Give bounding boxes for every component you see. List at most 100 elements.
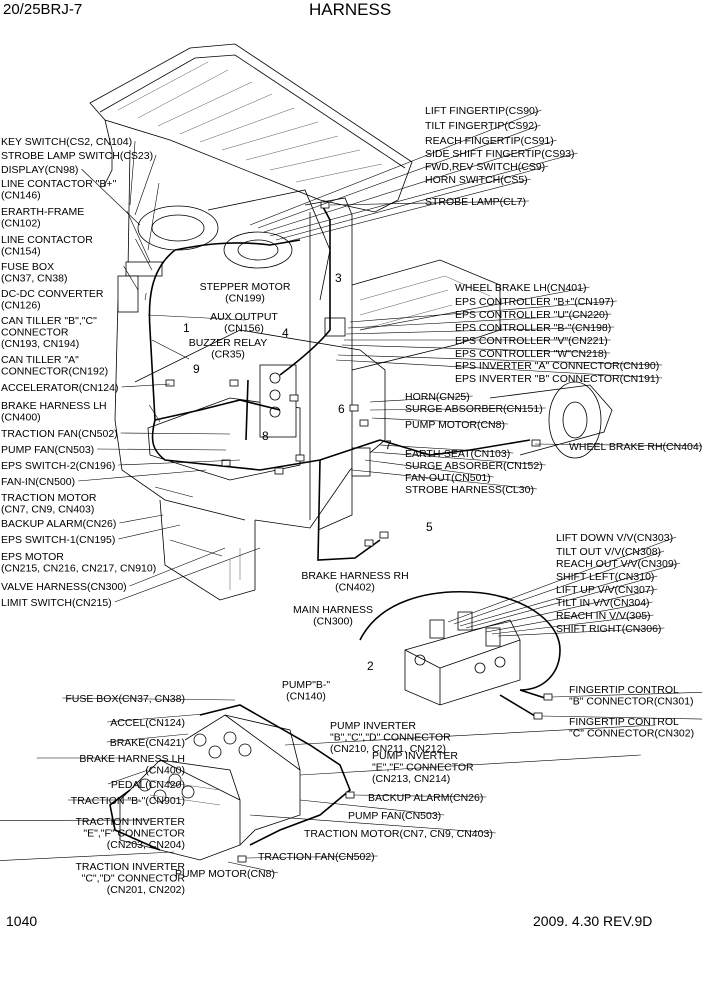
left-leader-13 [97,448,227,451]
callout-number-7: 7 [385,438,392,452]
right_top-label-1: TILT FINGERTIP(CS92) [425,120,538,132]
left-leader-12 [120,432,231,435]
valve-label-7: SHIFT RIGHT(CN306) [556,623,661,635]
right_top-label-3: SIDE SHIFT FINGERTIP(CS93) [425,148,575,160]
left-label-0: KEY SWITCH(CS2, CN104) [1,136,132,148]
controller-leader-2 [106,733,189,743]
valve-label-1: TILT OUT V/V(CN308) [556,546,661,558]
left-label-14: EPS SWITCH-2(CN196) [1,460,115,472]
valve-leader-0 [447,536,677,623]
callout-number-1: 1 [183,321,190,335]
controller-label-10: PUMP INVERTER"E","F" CONNECTOR(CN213, CN… [372,750,474,785]
callout-number-3: 3 [335,271,342,285]
center-label-1: AUX OUTPUT(CN156) [210,311,278,335]
controller-label-13: TRACTION MOTOR(CN7, CN9, CN403) [304,828,493,840]
callout-number-4: 4 [282,326,289,340]
left-leader-14 [118,459,241,466]
left-label-16: TRACTION MOTOR(CN7, CN9, CN403) [1,492,97,516]
controller-leader-15 [227,861,279,874]
model-code: 20/25BRJ-7 [3,1,83,18]
valve-label-0: LIFT DOWN V/V(CN303) [556,532,673,544]
valve-leader-3 [465,575,658,629]
revision-date: 2009. 4.30 REV.9D [533,913,653,929]
controller-label-7: TRACTION INVERTER"C","D" CONNECTOR(CN201… [76,861,186,896]
right_mid-leader-11 [534,443,702,447]
right_top-label-2: REACH FINGERTIP(CS91) [425,135,554,147]
controller-label-0: FUSE BOX(CN37, CN38) [65,693,185,705]
left-leader-11 [149,404,161,423]
right_mid-label-14: FAN-OUT(CN501) [405,472,491,484]
right_mid-label-13: SURGE ABSORBER(CN152) [405,460,543,472]
valve-leader-2 [459,562,681,627]
center-label-0: STEPPER MOTOR(CN199) [200,281,291,305]
controller-leader-6 [0,819,151,821]
valve-label-8: FINGERTIP CONTROL"B" CONNECTOR(CN301) [569,684,694,708]
center-label-2: BUZZER RELAY(CR35) [189,337,268,361]
left-leader-21 [114,547,261,603]
controller-assembly-artwork [109,704,355,863]
controller-leader-10 [299,754,641,776]
controller-leader-1 [107,713,205,723]
right_top-leader-5 [281,178,531,244]
controller-label-14: TRACTION FAN(CN502) [258,851,375,863]
controller-label-12: PUMP FAN(CN503) [348,810,441,822]
right_top-leader-6 [329,200,529,206]
diagram-labels: KEY SWITCH(CS2, CN104)STROBE LAMP SWITCH… [1,105,702,896]
left-label-3: LINE CONTACTOR "B+"(CN146) [1,178,117,202]
right_top-label-4: FWD,REV SWITCH(CS9) [425,161,545,173]
valve-label-3: SHIFT LEFT(CN310) [556,571,654,583]
controller-label-15: PUMP MOTOR(CN8) [175,868,275,880]
left-label-19: EPS MOTOR(CN215, CN216, CN217, CN910) [1,551,156,575]
right_mid-leader-8 [369,395,473,403]
right_mid-leader-10 [371,417,508,425]
left-leader-15 [78,469,207,482]
right_top-leader-3 [269,152,578,237]
left-label-12: TRACTION FAN(CN502) [1,428,118,440]
valve-block-artwork [359,590,561,720]
left-leader-20 [129,547,226,587]
left-leader-17 [119,514,164,524]
left-label-5: LINE CONTACTOR(CN154) [1,234,93,258]
page-title: HARNESS [309,0,392,19]
left-leader-4 [126,210,151,263]
left-leader-5 [135,238,153,271]
left-label-13: PUMP FAN(CN503) [1,444,94,456]
right_mid-leader-13 [371,451,546,466]
left-leader-19 [169,539,223,557]
left-label-10: ACCELERATOR(CN124) [1,382,118,394]
right_mid-leader-9 [369,407,546,411]
controller-label-6: TRACTION INVERTER"E","F" CONNECTOR(CN203… [76,816,186,851]
controller-leader-9 [284,724,656,746]
right_mid-label-0: WHEEL BRAKE LH(CN401) [455,282,586,294]
right_mid-leader-7 [335,359,663,379]
controller-leader-4 [107,769,149,785]
right_mid-label-1: EPS CONTROLLER "B+"(CN197) [455,296,614,308]
controller-label-4: PEDAL(CN420) [111,779,185,791]
right_mid-leader-12 [379,444,514,454]
callout-number-8: 8 [262,429,269,443]
right_mid-label-8: HORN(CN25) [405,391,470,403]
right_top-leader-1 [257,124,541,229]
truck-body-artwork [89,43,613,601]
left-label-21: LIMIT SWITCH(CN215) [1,597,112,609]
left-leader-18 [118,524,181,540]
callout-number-2: 2 [367,659,374,673]
left-leader-0 [129,140,136,206]
controller-label-11: BACKUP ALARM(CN26) [368,792,483,804]
controller-label-5: TRACTION "B-"(CN901) [71,795,185,807]
valve-leader-8 [551,691,702,698]
right_mid-label-10: PUMP MOTOR(CN8) [405,419,505,431]
left-label-17: BACKUP ALARM(CN26) [1,518,116,530]
valve-leader-9 [541,715,702,720]
left-leader-10 [121,383,171,388]
right_mid-label-7: EPS INVERTER "B" CONNECTOR(CN191) [455,373,659,385]
controller-label-9: PUMP INVERTER"B","C","D" CONNECTOR(CN210… [330,720,451,755]
controller-label-1: ACCEL(CN124) [110,717,185,729]
left-leader-2 [81,168,141,226]
right_mid-label-3: EPS CONTROLLER "B-"(CN198) [455,322,611,334]
right_mid-label-6: EPS INVERTER "A" CONNECTOR(CN190) [455,360,659,372]
callout-number-5: 5 [426,520,433,534]
valve-leader-1 [453,550,665,625]
valve-label-6: REACH IN V/V(305) [556,610,651,622]
